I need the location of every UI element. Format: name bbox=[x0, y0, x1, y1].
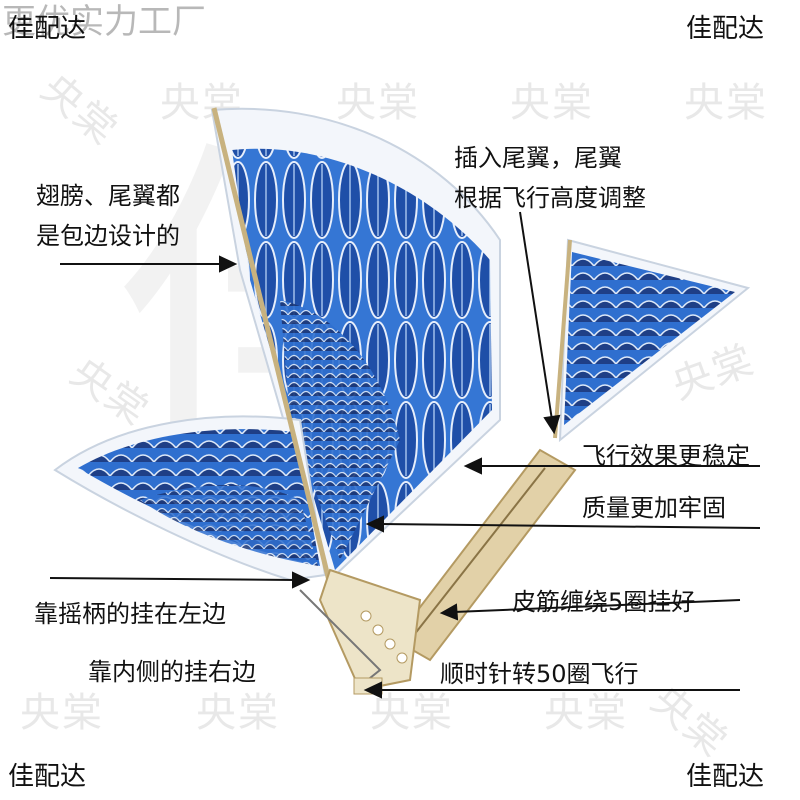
caption-quality: 质量更加牢固 bbox=[582, 494, 726, 522]
pattern-watermark: 央棠 bbox=[336, 80, 420, 126]
brand-watermark-bottom-right: 佳配达 bbox=[686, 762, 765, 792]
pattern-watermark: 央棠 bbox=[544, 690, 628, 736]
pattern-watermark: 央棠 bbox=[196, 690, 280, 736]
caption-stable-flight: 飞行效果更稳定 bbox=[582, 442, 750, 470]
wooden-frame bbox=[211, 107, 577, 695]
pattern-watermark: 央棠 bbox=[20, 690, 104, 736]
caption-wing-edge-line1: 翅膀、尾翼都 bbox=[36, 182, 180, 210]
pattern-watermark: 央棠 bbox=[370, 690, 454, 736]
caption-wing-edge-line2: 是包边设计的 bbox=[36, 222, 180, 250]
tail-wing bbox=[558, 238, 751, 443]
top-watermark-banner: 更优实力工厂 bbox=[2, 2, 206, 42]
upper-wing bbox=[210, 107, 501, 582]
lower-wing bbox=[53, 415, 327, 582]
annotation-arrows bbox=[49, 211, 761, 699]
caption-right-hook: 靠内侧的挂右边 bbox=[88, 658, 256, 686]
brand-watermark-bottom-left: 佳配达 bbox=[8, 762, 87, 792]
pattern-watermark: 央棠 bbox=[510, 80, 594, 126]
caption-tail-insert-line1: 插入尾翼，尾翼 bbox=[454, 144, 622, 172]
caption-tail-insert-line2: 根据飞行高度调整 bbox=[454, 184, 646, 212]
caption-turns: 顺时针转50圈飞行 bbox=[440, 660, 639, 688]
caption-left-hook: 靠摇柄的挂在左边 bbox=[34, 600, 226, 628]
pattern-watermark: 央棠 bbox=[684, 80, 768, 126]
caption-rubber-band: 皮筋缠绕5圈挂好 bbox=[512, 588, 696, 616]
brand-watermark-top-right: 佳配达 bbox=[686, 14, 765, 44]
brand-watermark-top-left: 佳配达 bbox=[8, 14, 87, 44]
